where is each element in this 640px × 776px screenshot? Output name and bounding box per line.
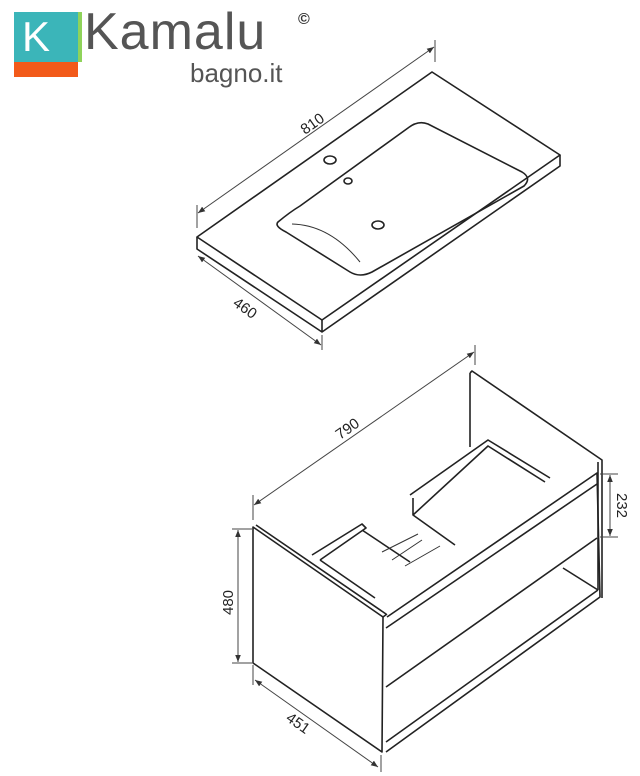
dim-line-810 [197, 46, 435, 214]
dim-label-451: 451 [283, 709, 313, 737]
dim-line-460 [197, 255, 322, 346]
sink-drawing: 810 460 [196, 40, 561, 350]
dim-label-460: 460 [230, 294, 260, 322]
drawer-box [409, 439, 551, 546]
cabinet-drawing: 790 480 232 451 [220, 345, 630, 772]
logo-orange-bar [14, 62, 78, 77]
sink-basin [276, 121, 529, 276]
dim-label-480: 480 [220, 590, 237, 615]
drawer-divider [385, 537, 598, 688]
logo-letter: K [22, 13, 51, 60]
dim-line-790 [253, 351, 475, 506]
drain-hole [371, 220, 385, 230]
dim-label-232: 232 [613, 493, 630, 518]
cabinet-right-panel [469, 370, 603, 598]
logo-k-box: K [14, 12, 82, 62]
sink-edge [196, 155, 561, 333]
dim-line-451 [254, 679, 379, 768]
tap-hole [323, 155, 337, 165]
overflow-hole [343, 177, 353, 185]
cabinet-left-panel [252, 526, 384, 753]
dim-label-810: 810 [298, 110, 328, 138]
copyright-icon: © [298, 11, 310, 28]
dim-label-790: 790 [333, 415, 363, 443]
